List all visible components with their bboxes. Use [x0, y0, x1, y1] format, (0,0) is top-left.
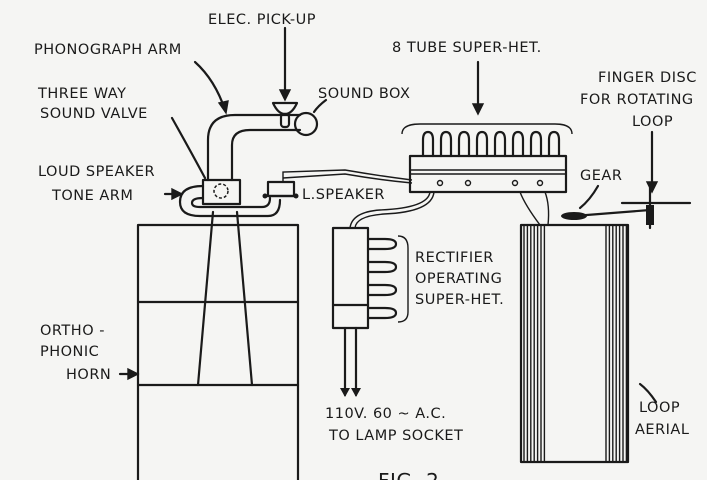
gear-and-finger-disc [561, 183, 692, 230]
label-l-speaker: L.SPEAKER [302, 187, 385, 203]
loud-speaker-tone-arm [178, 184, 282, 218]
tube [547, 130, 561, 158]
label-power-1: 110V. 60 ~ A.C. [325, 406, 446, 422]
rectifier [331, 226, 409, 397]
label-elec-pickup: ELEC. PICK-UP [208, 12, 316, 28]
label-rectifier-1: RECTIFIER [415, 250, 494, 266]
label-loud-speaker: LOUD SPEAKER [38, 164, 155, 180]
tube [421, 130, 435, 158]
rectifier-tube [366, 306, 398, 320]
orthophonic-horn-cabinet [136, 210, 300, 480]
tube [493, 130, 507, 158]
tube [511, 130, 525, 158]
label-three-way-1: THREE WAY [37, 86, 126, 102]
label-rectifier-2: OPERATING [415, 271, 502, 287]
l-speaker-unit [262, 180, 299, 199]
three-way-sound-valve [201, 178, 242, 206]
tube [457, 130, 471, 158]
label-loop-2: AERIAL [635, 422, 689, 438]
label-rectifier-3: SUPER-HET. [415, 292, 504, 308]
label-ortho-3: HORN [66, 367, 111, 383]
label-super-het: 8 TUBE SUPER-HET. [392, 40, 542, 56]
label-ortho-1: ORTHO - [40, 323, 105, 339]
label-tone-arm: TONE ARM [51, 188, 133, 204]
label-three-way-2: SOUND VALVE [40, 106, 148, 122]
leader-arrows [118, 26, 659, 404]
label-finger-disc-3: LOOP [632, 114, 673, 130]
label-sound-box: SOUND BOX [318, 86, 410, 102]
loop-aerial [519, 223, 630, 464]
figure-label: FIG. 2 [378, 469, 439, 480]
label-phonograph-arm: PHONOGRAPH ARM [34, 42, 182, 58]
tube [475, 130, 489, 158]
tube [529, 130, 543, 158]
rectifier-tube [366, 260, 398, 274]
super-het-receiver [401, 123, 573, 194]
label-loop-1: LOOP [639, 400, 680, 416]
rectifier-tube [366, 283, 398, 297]
label-gear: GEAR [580, 168, 622, 184]
vacuum-tubes [421, 130, 561, 158]
phonograph-arm [206, 111, 319, 182]
elec-pickup [271, 101, 299, 129]
rectifier-tube [366, 237, 398, 251]
tube [439, 130, 453, 158]
label-finger-disc-2: FOR ROTATING [580, 92, 694, 108]
rectifier-tubes [366, 237, 398, 320]
labels: ELEC. PICK-UP PHONOGRAPH ARM THREE WAY S… [34, 12, 697, 480]
label-finger-disc-1: FINGER DISC [598, 70, 697, 86]
label-power-2: TO LAMP SOCKET [328, 428, 463, 444]
label-ortho-2: PHONIC [40, 344, 99, 360]
